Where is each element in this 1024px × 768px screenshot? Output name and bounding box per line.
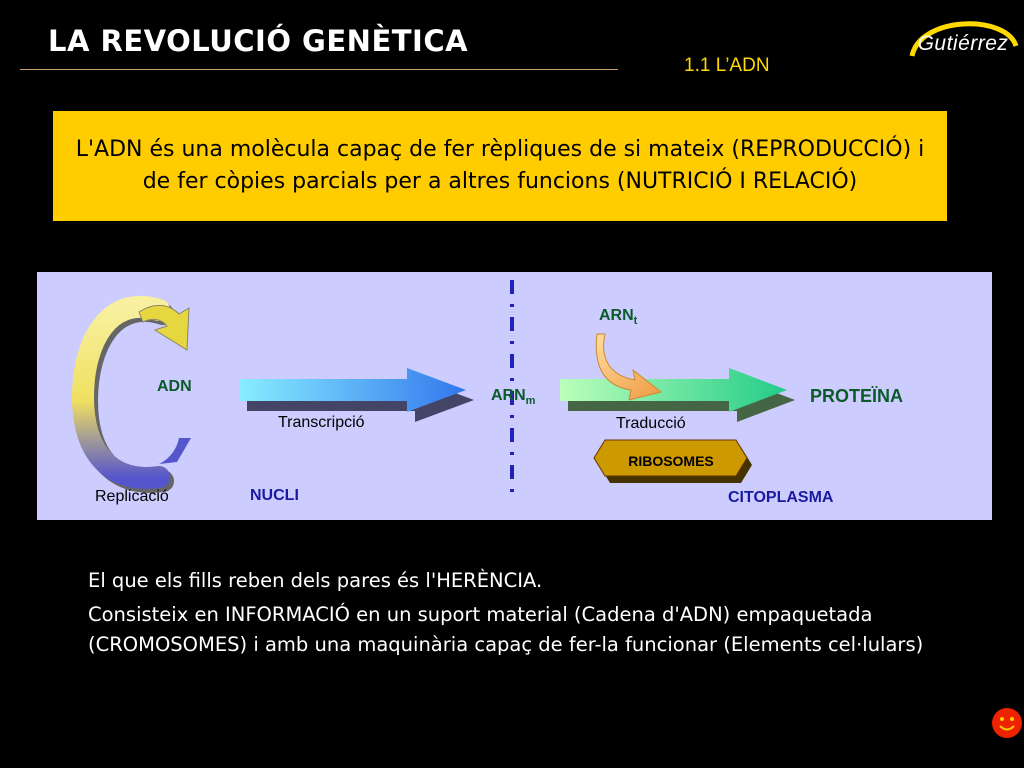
page-title: LA REVOLUCIÓ GENÈTICA [48, 24, 469, 58]
mrna-label-subscript: m [525, 395, 536, 408]
mrna-label-base: ARN [491, 387, 526, 404]
definition-box: L'ADN és una molècula capaç de fer rèpli… [53, 111, 947, 221]
transcription-label: Transcripció [278, 414, 365, 431]
ribosome-shape [593, 439, 752, 483]
definition-text: L'ADN és una molècula capaç de fer rèpli… [75, 137, 925, 194]
heredity-line: El que els fills reben dels pares és l'H… [88, 569, 543, 592]
trna-arrow-icon [595, 333, 663, 401]
smiley-icon[interactable] [990, 706, 1024, 740]
replication-label: Replicació [95, 488, 169, 505]
mrna-label: ARNm [491, 387, 535, 407]
explanation-text: El que els fills reben dels pares és l'H… [88, 566, 928, 664]
gutierrez-logo: Gutiérrez [906, 12, 1020, 60]
translation-arrow [560, 368, 795, 422]
replication-ring-icon [71, 295, 191, 493]
trna-label-subscript: t [633, 315, 638, 328]
nucleus-label: NUCLI [250, 487, 299, 504]
central-dogma-diagram: ADN Replicació Transcripció ARNm ARNt Tr… [37, 272, 992, 520]
trna-label: ARNt [599, 307, 637, 327]
adn-label: ADN [157, 378, 192, 395]
information-line: Consisteix en INFORMACIÓ en un suport ma… [88, 603, 924, 656]
trna-label-base: ARN [599, 307, 634, 324]
logo-arc-icon [909, 21, 1019, 57]
transcription-arrow [239, 368, 474, 422]
ribosomes-label: RIBOSOMES [628, 453, 714, 469]
cytoplasm-label: CITOPLASMA [728, 489, 834, 506]
logo-text: Gutiérrez [917, 32, 1009, 55]
protein-label: PROTEÏNA [810, 386, 904, 406]
section-label: 1.1 L’ADN [684, 55, 770, 76]
title-underline [20, 69, 618, 70]
translation-label: Traducció [616, 415, 686, 432]
